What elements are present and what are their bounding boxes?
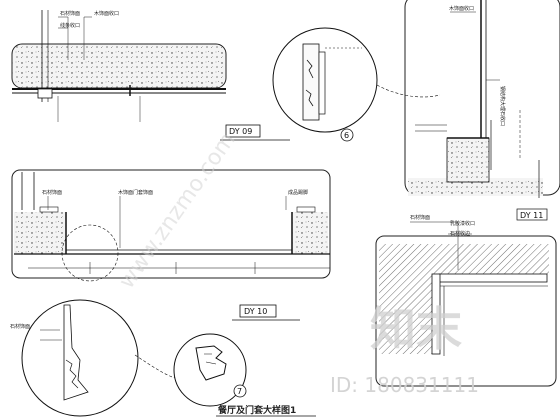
dy10-callout-3: 成品踢脚 [288, 189, 308, 196]
sheet-title: 餐厅及门套大样图1 [217, 404, 296, 416]
dy09-callout-1: 石材饰面 [60, 10, 80, 17]
dy11-tag: DY 11 [520, 211, 543, 220]
dy12-callout-2: 乳胶漆收口 [450, 220, 475, 227]
detail-dy11 [404, 0, 560, 198]
watermark-id: ID: 180831111 [330, 373, 479, 397]
detail-dy10 [11, 169, 331, 282]
detail-dy12 [375, 221, 557, 387]
dy10-callout-1: 石材饰面 [42, 189, 62, 196]
magnifier-6 [272, 27, 441, 142]
dy09-tag: DY 09 [229, 127, 252, 136]
dy12-callout-1: 石材饰面 [410, 214, 430, 221]
dy10-callout-2: 木饰面门套饰面 [118, 189, 153, 196]
dy10-tag: DY 10 [244, 307, 267, 316]
watermark-logo: 知末 [370, 302, 462, 356]
watermark-diagonal: www.znzmo.com [114, 128, 240, 293]
dy09-callout-3: 木饰面收口 [94, 10, 119, 17]
magnifier-bottom-left [21, 299, 176, 417]
dy12-callout-3: 石材收边 [450, 230, 470, 237]
magnifier-7 [173, 333, 247, 407]
marker-7: 7 [237, 387, 242, 396]
dy11-callout-1: 木饰面收口 [449, 5, 474, 12]
magnifier-callout-1: 石材饰面 [10, 323, 30, 330]
detail-dy09 [11, 10, 227, 122]
marker-6: 6 [344, 131, 349, 140]
dy11-callout-2: 钢结构大理石收口 [499, 86, 506, 126]
dy09-callout-2: 线条收口 [60, 22, 80, 29]
